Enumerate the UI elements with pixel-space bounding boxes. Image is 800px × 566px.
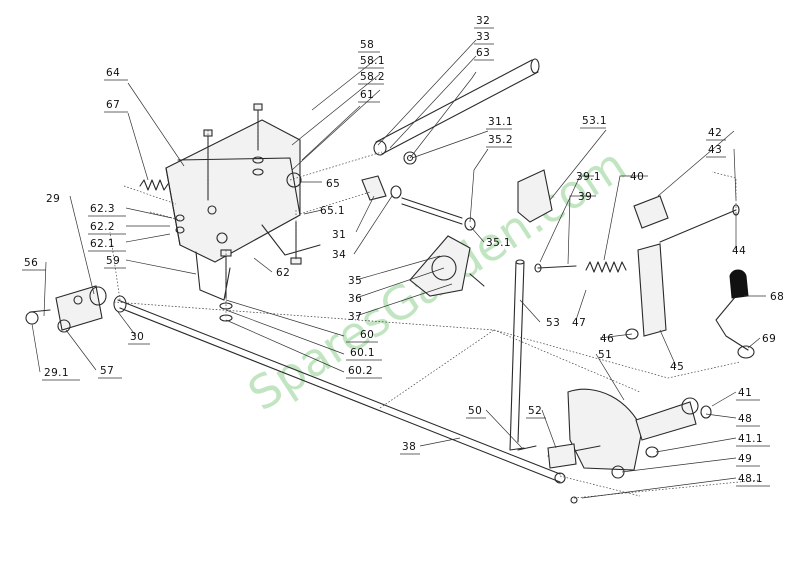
label-52: 52 [528, 405, 542, 417]
label-53-1: 53.1 [582, 115, 607, 127]
label-34: 34 [332, 249, 346, 261]
label-31-1: 31.1 [488, 116, 513, 128]
label-36: 36 [348, 293, 362, 305]
label-43: 43 [708, 144, 722, 156]
label-51: 51 [598, 349, 612, 361]
label-62-3: 62.3 [90, 203, 115, 215]
label-68: 68 [770, 291, 784, 303]
label-31: 31 [332, 229, 346, 241]
part-39-pin [534, 263, 577, 273]
label-58-2: 58.2 [360, 71, 385, 83]
label-39: 39 [578, 191, 592, 203]
part-29-linkage [25, 285, 107, 333]
part-63-tube [373, 58, 540, 165]
frame-hole [207, 205, 217, 215]
label-29-1: 29.1 [44, 367, 69, 379]
label-35: 35 [348, 275, 362, 287]
leader-lines [31, 39, 766, 499]
label-35-1: 35.1 [486, 237, 511, 249]
label-59: 59 [106, 255, 120, 267]
label-39-1: 39.1 [576, 171, 601, 183]
callout-labels: 32 33 63 58 58.1 58.2 61 64 67 31.1 35.2… [24, 15, 784, 485]
part-69-pedal [715, 295, 755, 359]
part-43-rod [659, 204, 740, 243]
label-37: 37 [348, 311, 362, 323]
part-67-spring [139, 179, 169, 191]
part-65-pivot [286, 172, 302, 188]
assembly-lines [109, 110, 761, 499]
label-47: 47 [572, 317, 586, 329]
part-31-bushing [361, 175, 476, 231]
part-64-frame-plate [165, 119, 321, 301]
label-62-1: 62.1 [90, 238, 115, 250]
label-64: 64 [106, 67, 120, 79]
label-33: 33 [476, 31, 490, 43]
part-50-pin [517, 445, 537, 451]
part-48-1-nut [570, 496, 578, 504]
label-30: 30 [130, 331, 144, 343]
part-53-1-knob [517, 169, 553, 223]
label-63: 63 [476, 47, 490, 59]
part-35-lever-arm [409, 235, 485, 297]
label-62: 62 [276, 267, 290, 279]
label-60-1: 60.1 [350, 347, 375, 359]
label-underlines [22, 27, 770, 487]
label-65-1: 65.1 [320, 205, 345, 217]
label-48-1: 48.1 [738, 473, 763, 485]
label-38: 38 [402, 441, 416, 453]
label-41-1: 41.1 [738, 433, 763, 445]
label-67: 67 [106, 99, 120, 111]
label-60: 60 [360, 329, 374, 341]
label-58-1: 58.1 [360, 55, 385, 67]
label-41: 41 [738, 387, 752, 399]
part-68-pedal-grip [729, 269, 749, 299]
label-46: 46 [600, 333, 614, 345]
label-42: 42 [708, 127, 722, 139]
label-44: 44 [732, 245, 746, 257]
label-61: 61 [360, 89, 374, 101]
label-53: 53 [546, 317, 560, 329]
label-49: 49 [738, 453, 752, 465]
label-56: 56 [24, 257, 38, 269]
label-35-2: 35.2 [488, 134, 513, 146]
label-69: 69 [762, 333, 776, 345]
label-48: 48 [738, 413, 752, 425]
label-60-2: 60.2 [348, 365, 373, 377]
part-30-bushing [113, 295, 127, 313]
part-38-cross-shaft [117, 299, 566, 484]
part-45-lever [625, 195, 669, 340]
label-32: 32 [476, 15, 490, 27]
label-40: 40 [630, 171, 644, 183]
label-58: 58 [360, 39, 374, 51]
part-51-guide-plate [547, 388, 643, 471]
label-65: 65 [326, 178, 340, 190]
label-50: 50 [468, 405, 482, 417]
label-45: 45 [670, 361, 684, 373]
label-57: 57 [100, 365, 114, 377]
label-62-2: 62.2 [90, 221, 115, 233]
label-29: 29 [46, 193, 60, 205]
part-40-spring [585, 261, 627, 273]
part-53-rod [509, 259, 525, 451]
frame-hole [216, 232, 228, 244]
